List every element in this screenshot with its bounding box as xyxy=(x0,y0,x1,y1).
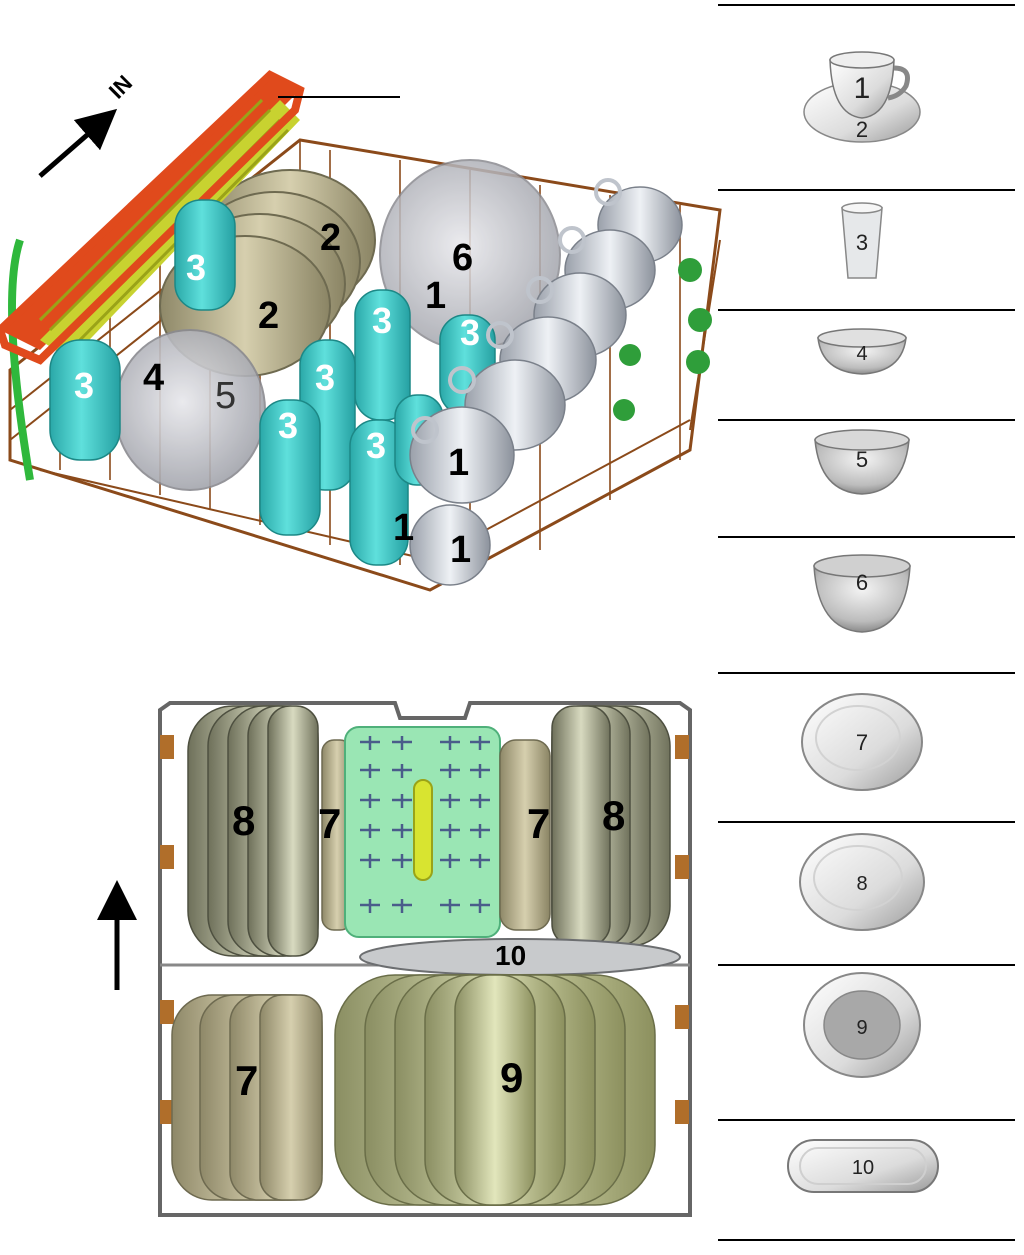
glass-icon: 3 xyxy=(841,202,883,279)
label-glass: 3 xyxy=(186,247,206,288)
label-glass: 3 xyxy=(315,357,335,398)
legend-label-serving-platter: 10 xyxy=(852,1157,874,1179)
label-soup-plates: 9 xyxy=(500,1054,523,1101)
legend-label-dinner-plate: 8 xyxy=(856,873,867,895)
dinner-plates-right xyxy=(551,705,671,947)
glass xyxy=(49,339,121,461)
cup-handles xyxy=(411,178,622,444)
label-cup: 1 xyxy=(393,507,414,549)
small-bowl-icon: 4 xyxy=(817,328,907,375)
label-cup: 1 xyxy=(450,529,471,571)
upper-rack-wires xyxy=(9,179,721,561)
label-glass: 3 xyxy=(372,300,392,341)
medium-bowl xyxy=(114,329,266,491)
label-cup: 1 xyxy=(425,275,446,317)
medium-bowl-icon: 5 xyxy=(814,429,910,495)
glasses xyxy=(49,199,496,566)
label-plate: 2 xyxy=(320,217,341,259)
label-dessert-plates: 7 xyxy=(318,800,341,847)
dinner-plates-left xyxy=(187,705,319,957)
legend-label-soup-plate: 9 xyxy=(856,1017,867,1039)
soup-plates xyxy=(334,974,656,1206)
label-glass: 3 xyxy=(74,365,94,406)
legend-label-large-bowl: 6 xyxy=(856,570,868,595)
lower-rack-frame xyxy=(158,701,692,1217)
label-dessert-plates: 7 xyxy=(235,1057,258,1104)
label-glass: 3 xyxy=(278,405,298,446)
rack-adjusters xyxy=(613,258,712,421)
lower-rack-clips xyxy=(160,735,689,1124)
insert-direction-arrow xyxy=(38,108,118,178)
direction-label: IN xyxy=(104,70,137,103)
legend-label-glass: 3 xyxy=(856,230,868,255)
glass xyxy=(349,419,409,566)
label-medium-bowl: 5 xyxy=(215,375,236,417)
upper-basket: IN 2 2 6 1 4 5 1 1 1 3 3 3 3 3 3 3 3 xyxy=(0,70,722,592)
label-glass: 3 xyxy=(460,312,480,353)
soup-plate-icon: 9 xyxy=(803,972,921,1078)
large-bowl-icon: 6 xyxy=(813,554,911,633)
label-serving-platter: 10 xyxy=(495,940,526,971)
legend: 1 2 3 4 5 6 7 xyxy=(718,4,1015,1241)
dessert-plates-bottom xyxy=(171,994,323,1201)
dessert-plate-icon: 7 xyxy=(801,693,923,791)
cutlery-shelf xyxy=(0,70,305,365)
label-dessert-plates: 7 xyxy=(527,800,550,847)
dessert-plates-mid-right xyxy=(499,739,551,931)
dinner-plate-icon: 8 xyxy=(799,833,925,931)
glass xyxy=(259,399,321,536)
label-glass: 3 xyxy=(366,425,386,466)
legend-label-medium-bowl: 5 xyxy=(856,447,868,472)
legend-label-cup: 1 xyxy=(854,72,871,105)
legend-label-small-bowl: 4 xyxy=(856,343,867,365)
legend-label-saucer: 2 xyxy=(856,117,868,142)
legend-label-dessert-plate: 7 xyxy=(856,730,868,755)
label-small-bowl: 4 xyxy=(143,357,164,399)
label-cup: 1 xyxy=(448,442,469,484)
cup-and-saucer-icon: 1 2 xyxy=(803,51,921,143)
cups-row xyxy=(409,186,683,586)
cutlery-basket xyxy=(344,726,501,938)
serving-platter-icon: 10 xyxy=(787,1139,939,1193)
label-plate: 2 xyxy=(258,295,279,337)
label-dinner-plates: 8 xyxy=(232,797,255,844)
glass xyxy=(174,199,236,311)
lower-basket: 8 7 7 8 7 9 10 xyxy=(97,701,692,1217)
label-dinner-plates: 8 xyxy=(602,792,625,839)
label-large-bowl: 6 xyxy=(452,237,473,279)
